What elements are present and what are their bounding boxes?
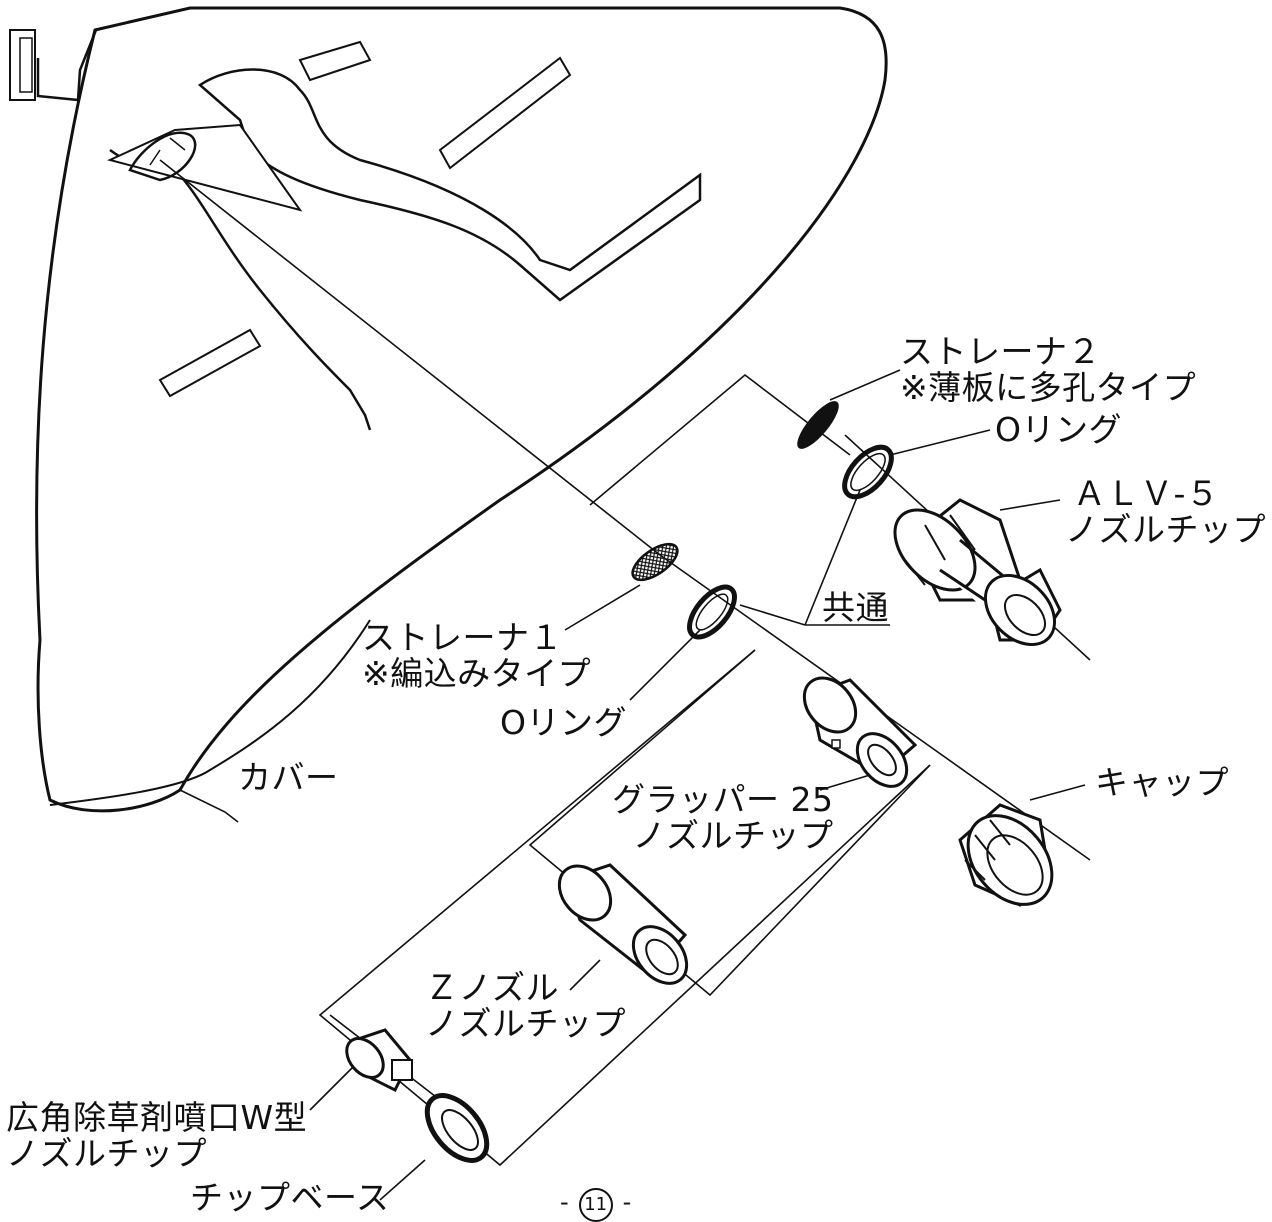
label-cover-text: カバー	[238, 758, 339, 797]
label-cap-text: キャップ	[1095, 763, 1229, 802]
label-o-ring-top-text: Oリング	[995, 410, 1122, 449]
label-common: 共通	[822, 590, 889, 626]
label-strainer-2-line1: ストレーナ２	[900, 332, 1101, 371]
label-strainer-1-line1: ストレーナ１	[362, 618, 563, 657]
label-z-nozzle-line2: ノズルチップ	[425, 1004, 626, 1043]
label-strainer-1: ストレーナ１ ※編込みタイプ	[362, 620, 591, 692]
label-o-ring-middle: Oリング	[500, 705, 627, 741]
cap-part	[958, 803, 1054, 907]
label-strainer-2: ストレーナ２ ※薄板に多孔タイプ	[900, 334, 1196, 406]
wide-angle-nozzle-tip-part	[345, 1028, 413, 1093]
label-wide-angle-line2: ノズルチップ	[6, 1134, 207, 1173]
label-wide-angle-line1: 広角除草剤噴口W型	[6, 1098, 308, 1137]
o-ring-top-part	[842, 444, 894, 500]
label-o-ring-top: Oリング	[995, 412, 1122, 448]
strainer-2-part	[797, 401, 839, 449]
label-grapper25-line2: ノズルチップ	[632, 816, 834, 855]
cover-hood	[9, 6, 888, 813]
label-cap: キャップ	[1095, 765, 1229, 801]
label-o-ring-middle-text: Oリング	[500, 703, 627, 742]
label-grapper25: グラッパー 25 ノズルチップ	[612, 782, 833, 854]
label-strainer-1-line2: ※編込みタイプ	[362, 654, 592, 693]
label-grapper25-line1: グラッパー 25	[612, 780, 834, 819]
label-tip-base-text: チップベース	[190, 1178, 390, 1217]
label-cover: カバー	[238, 760, 339, 796]
alv5-nozzle-tip-part	[893, 498, 1062, 647]
strainer-1-part	[631, 542, 679, 582]
page-number: -11-	[560, 1188, 631, 1222]
z-nozzle-tip-part	[557, 863, 689, 985]
assembly-lines	[159, 159, 1091, 1201]
label-alv5: ＡＬＶ-５ ノズルチップ	[1065, 476, 1266, 548]
tip-base-part	[424, 1093, 490, 1163]
label-alv5-line1: ＡＬＶ-５	[1073, 474, 1220, 513]
label-z-nozzle: Ｚノズル ノズルチップ	[425, 970, 626, 1042]
grapper25-nozzle-tip-part	[802, 676, 918, 788]
label-z-nozzle-line1: Ｚノズル	[425, 968, 559, 1007]
label-alv5-line2: ノズルチップ	[1065, 510, 1266, 549]
o-ring-middle-part	[687, 584, 737, 640]
page-number-prefix: -	[560, 1188, 569, 1216]
label-common-text: 共通	[822, 588, 889, 627]
page-number-suffix: -	[622, 1188, 632, 1216]
label-strainer-2-line2: ※薄板に多孔タイプ	[900, 368, 1197, 407]
label-wide-angle: 広角除草剤噴口W型 ノズルチップ	[6, 1100, 307, 1172]
label-tip-base: チップベース	[190, 1180, 389, 1216]
page-number-value: 11	[578, 1188, 613, 1222]
